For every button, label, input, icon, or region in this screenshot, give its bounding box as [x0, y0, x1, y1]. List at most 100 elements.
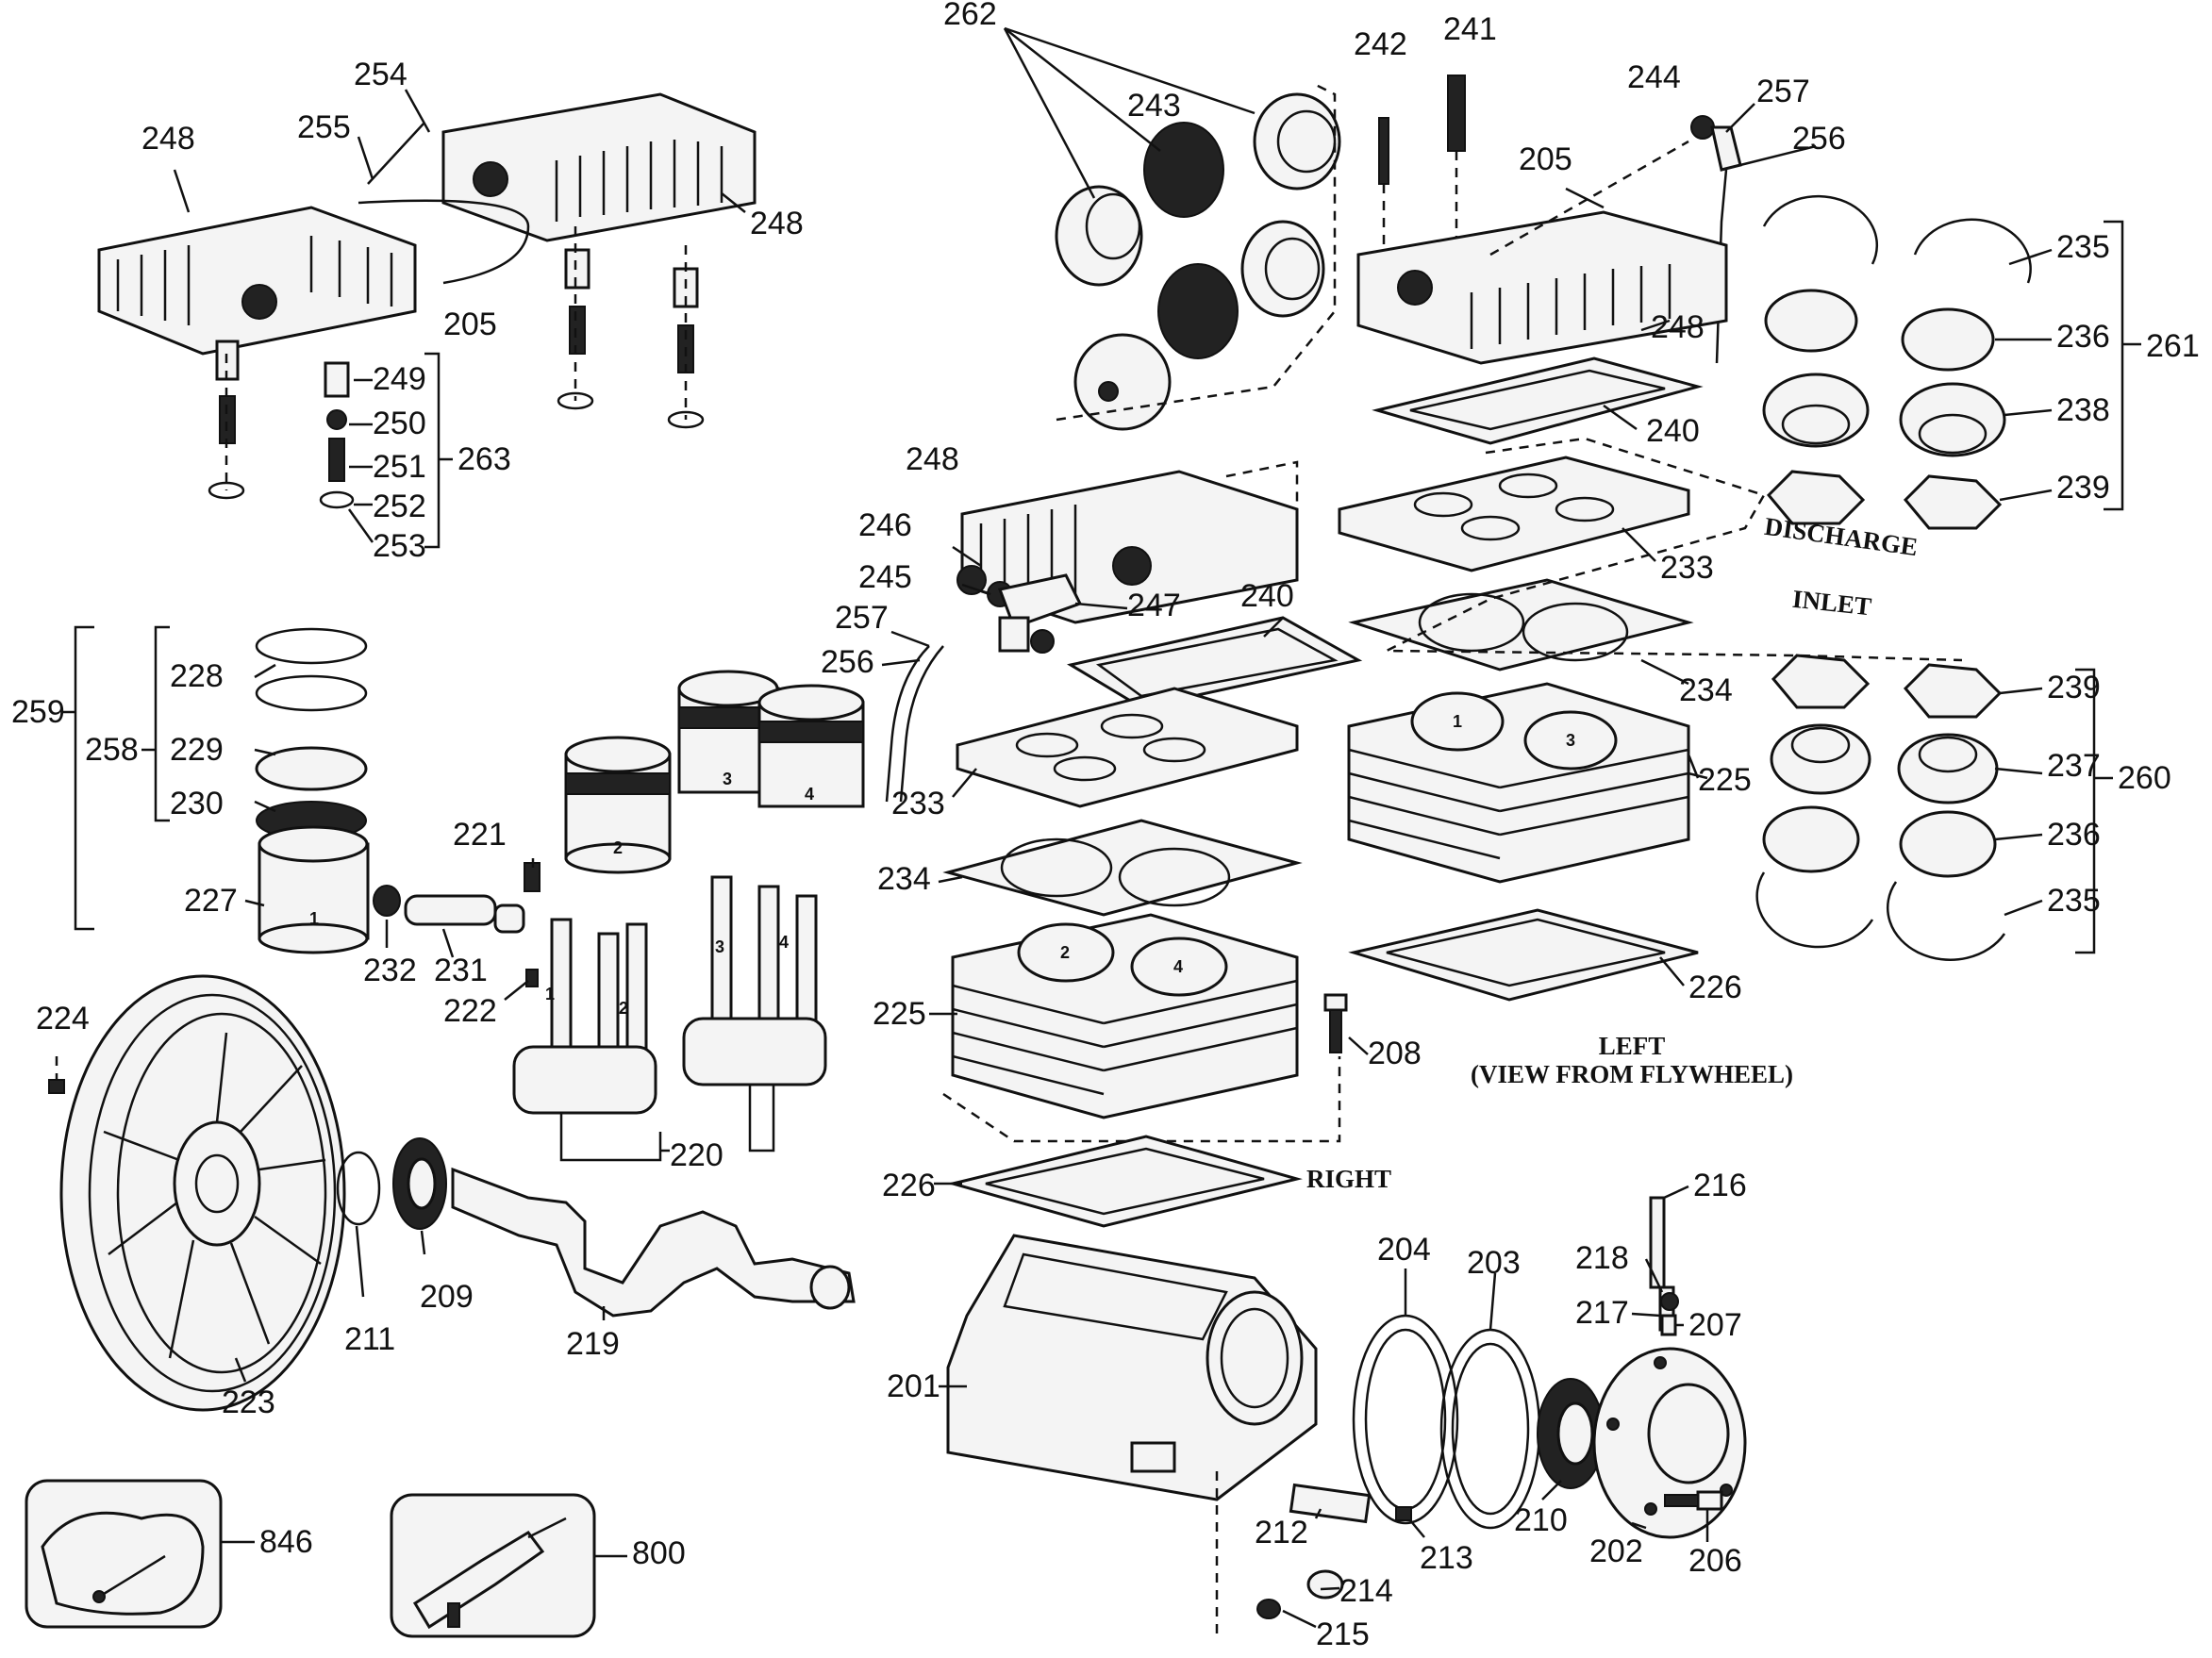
- tee-fitting-245-247: [885, 565, 1083, 803]
- label-244: 244: [1627, 59, 1681, 95]
- label-257-center: 257: [835, 600, 889, 636]
- seal-211: [336, 1151, 381, 1226]
- label-222: 222: [443, 993, 497, 1029]
- valve-set-261: [1762, 194, 2141, 530]
- label-252: 252: [373, 489, 426, 524]
- label-213: 213: [1420, 1540, 1473, 1576]
- label-240-top: 240: [1646, 413, 1700, 449]
- piston-number-4: 4: [805, 785, 814, 804]
- label-217: 217: [1575, 1295, 1629, 1331]
- valve-plate-233-center: [956, 687, 1299, 808]
- label-237: 237: [2047, 748, 2101, 784]
- connecting-rods-220: 1 2 3 4: [512, 862, 827, 1162]
- label-248-left: 248: [141, 121, 195, 157]
- label-206: 206: [1688, 1543, 1742, 1579]
- cylinder-225-right: 2 4: [942, 913, 1341, 1143]
- label-201: 201: [887, 1368, 940, 1404]
- plug-213: [1395, 1506, 1412, 1521]
- cylinder-head-248-top-right: [1356, 140, 1728, 365]
- label-253: 253: [373, 528, 426, 564]
- label-239-top: 239: [2056, 470, 2110, 506]
- label-240-center: 240: [1240, 578, 1294, 614]
- piston-227: 1: [258, 825, 370, 954]
- label-235-top: 235: [2056, 229, 2110, 265]
- cyl-right-number-4: 4: [1173, 957, 1183, 976]
- gasket-226-left: [1348, 908, 1699, 1002]
- label-260: 260: [2118, 760, 2171, 796]
- label-225-right: 225: [873, 996, 926, 1032]
- label-233-top: 233: [1660, 550, 1714, 586]
- bolt-208: [1323, 993, 1348, 1053]
- kit-846-box: [25, 1479, 223, 1629]
- label-247: 247: [1127, 588, 1181, 623]
- label-212: 212: [1255, 1515, 1308, 1550]
- label-800: 800: [632, 1535, 686, 1571]
- label-248-right: 248: [750, 206, 804, 241]
- pistons-2-3-4: 2 3 4: [564, 670, 865, 874]
- cylinder-head-248-left: [97, 206, 417, 356]
- label-203: 203: [1467, 1245, 1521, 1281]
- plug-214: [1306, 1569, 1344, 1600]
- breather-241-242: [1378, 75, 1466, 302]
- gasket-234-center: [942, 819, 1303, 917]
- label-251: 251: [373, 449, 426, 485]
- piston-number-2: 2: [613, 838, 623, 857]
- label-209: 209: [420, 1279, 474, 1315]
- bolt-206: [1664, 1490, 1723, 1511]
- label-232: 232: [363, 953, 417, 988]
- label-239-bottom: 239: [2047, 670, 2101, 705]
- rod-number-2: 2: [619, 999, 628, 1018]
- label-216: 216: [1693, 1168, 1747, 1203]
- caption-view-from-flywheel: (VIEW FROM FLYWHEEL): [1470, 1059, 1794, 1088]
- cyl-right-number-2: 2: [1060, 943, 1070, 962]
- label-234-top: 234: [1679, 672, 1733, 708]
- key-224: [48, 1056, 65, 1094]
- gasket-240-top: [1372, 356, 1704, 445]
- crankshaft-219: [451, 1167, 856, 1318]
- label-256-center: 256: [821, 644, 874, 680]
- caption-right: RIGHT: [1306, 1165, 1392, 1193]
- label-205-top-right: 205: [1519, 141, 1572, 177]
- crankcase-201: [946, 1234, 1318, 1641]
- label-224: 224: [36, 1001, 90, 1036]
- cylinder-head-248-right: [441, 92, 757, 242]
- label-219: 219: [566, 1326, 620, 1362]
- label-211: 211: [344, 1321, 396, 1357]
- valve-tube-205-top: [358, 122, 530, 285]
- wrist-pin-231-232: [373, 885, 525, 934]
- label-218: 218: [1575, 1240, 1629, 1276]
- label-263: 263: [457, 441, 511, 477]
- label-235-bottom: 235: [2047, 883, 2101, 919]
- label-228: 228: [170, 658, 224, 694]
- label-846: 846: [259, 1524, 313, 1560]
- dipstick-216: [1649, 1196, 1679, 1336]
- label-261: 261: [2146, 328, 2200, 364]
- label-243: 243: [1127, 88, 1181, 124]
- rod-number-1: 1: [545, 985, 555, 1003]
- cyl-left-number-1: 1: [1453, 712, 1462, 731]
- bearing-carrier-202: [1592, 1347, 1747, 1539]
- caption-left: LEFT: [1598, 1032, 1666, 1060]
- bearing-209: [392, 1137, 447, 1230]
- gasket-240-center: [1067, 616, 1363, 709]
- label-256-top: 256: [1792, 121, 1846, 157]
- label-229: 229: [170, 732, 224, 768]
- gasket-234-top: [1348, 578, 1694, 671]
- label-236-top: 236: [2056, 319, 2110, 355]
- label-233-center: 233: [891, 786, 945, 821]
- valve-plate-233-top: [1338, 456, 1690, 572]
- label-241: 241: [1443, 11, 1497, 47]
- bracket-263: [424, 352, 453, 549]
- leader-lines: [173, 89, 2053, 1629]
- label-262: 262: [943, 0, 997, 32]
- label-207: 207: [1688, 1307, 1742, 1343]
- label-221: 221: [453, 817, 507, 853]
- label-257-top: 257: [1756, 74, 1810, 109]
- label-234-center: 234: [877, 861, 931, 897]
- label-238: 238: [2056, 392, 2110, 428]
- label-236-bottom: 236: [2047, 817, 2101, 853]
- label-208: 208: [1368, 1036, 1422, 1071]
- label-226-right: 226: [882, 1168, 936, 1203]
- piston-number-3: 3: [723, 770, 732, 788]
- label-248-center: 248: [906, 441, 959, 477]
